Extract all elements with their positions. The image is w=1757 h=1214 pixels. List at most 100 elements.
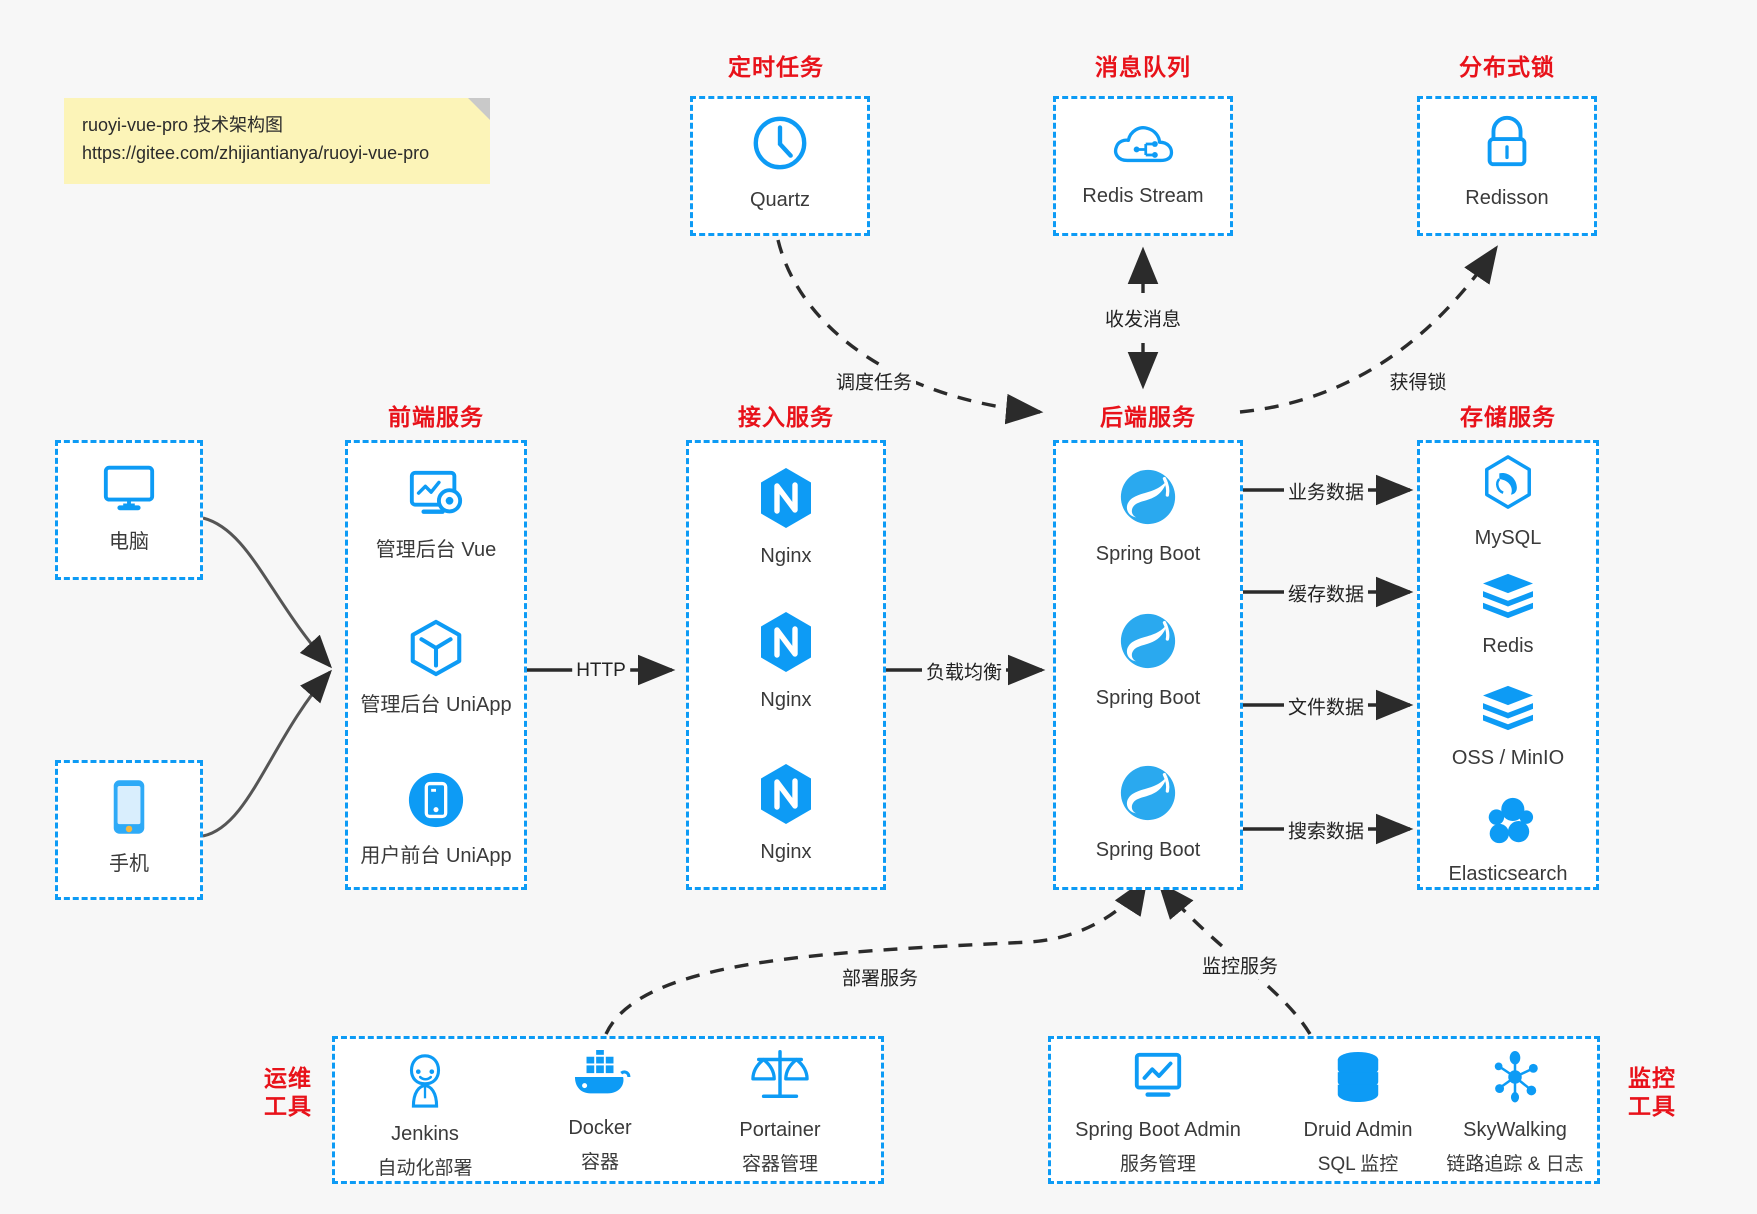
node-admin-vue[interactable]: 管理后台 Vue [345, 466, 527, 564]
node-label: Spring Boot [1095, 839, 1201, 861]
group-title-gateway: 接入服务 [738, 404, 834, 430]
node-user-uniapp[interactable]: 用户前台 UniApp [345, 770, 527, 870]
node-label: Spring Boot [1095, 687, 1201, 709]
jenkins-butler-icon [397, 1050, 453, 1113]
node-label: Quartz [749, 189, 811, 211]
node-druid-admin[interactable]: Druid Admin SQL 监控 [1278, 1050, 1438, 1178]
group-title-monitoring-line1: 监控 [1628, 1065, 1676, 1091]
note-title: ruoyi-vue-pro 技术架构图 [82, 115, 284, 135]
node-label: 管理后台 Vue [375, 539, 497, 561]
node-label: 手机 [109, 853, 149, 875]
node-label: 用户前台 UniApp [360, 845, 512, 867]
node-springboot-1[interactable]: Spring Boot [1053, 466, 1243, 568]
group-title-devops-line1: 运维 [264, 1065, 312, 1091]
spring-leaf-icon [1117, 466, 1179, 533]
nginx-icon [757, 610, 815, 679]
node-sublabel: 服务管理 [1119, 1154, 1196, 1175]
node-quartz[interactable]: Quartz [690, 112, 870, 214]
dashboard-gear-icon [405, 466, 467, 529]
node-skywalking[interactable]: SkyWalking 链路追踪 & 日志 [1430, 1050, 1600, 1178]
edge-label-deploy-service: 部署服务 [837, 962, 923, 992]
node-springboot-2[interactable]: Spring Boot [1053, 610, 1243, 712]
node-portainer[interactable]: Portainer 容器管理 [700, 1046, 860, 1178]
group-title-lock: 分布式锁 [1459, 54, 1555, 80]
node-label: Redis [1482, 635, 1534, 657]
edge-label-search-data: 搜索数据 [1283, 815, 1369, 845]
node-sublabel: 自动化部署 [377, 1158, 473, 1179]
node-oss-minio[interactable]: OSS / MinIO [1417, 682, 1599, 772]
edge-label-load-balance: 负载均衡 [921, 656, 1007, 686]
mobile-phone-icon [108, 776, 150, 843]
group-title-devops-line2: 工具 [264, 1093, 312, 1120]
node-sublabel: 容器 [580, 1152, 619, 1173]
node-label: Nginx [760, 841, 812, 863]
redis-stack-icon [1479, 682, 1537, 737]
edge-label-send-receive-message: 收发消息 [1100, 303, 1186, 333]
node-label: 电脑 [109, 531, 149, 553]
elasticsearch-cluster-icon [1480, 794, 1536, 853]
edge-label-acquire-lock: 获得锁 [1385, 366, 1451, 396]
mysql-dolphin-icon [1480, 454, 1536, 517]
node-label: Jenkins [391, 1123, 459, 1145]
edge-label-file-data: 文件数据 [1283, 691, 1369, 721]
note-fold-corner [468, 98, 490, 120]
group-box-monitoring[interactable] [1048, 1036, 1600, 1184]
desktop-monitor-icon [98, 460, 160, 521]
node-label: MySQL [1474, 527, 1542, 549]
edge-label-schedule-task: 调度任务 [831, 366, 917, 396]
node-docker[interactable]: Docker 容器 [520, 1050, 680, 1176]
node-label: Portainer [739, 1119, 821, 1141]
node-redisson[interactable]: Redisson [1417, 112, 1597, 212]
edge-label-http: HTTP [572, 659, 630, 683]
group-title-mq: 消息队列 [1095, 54, 1191, 80]
node-nginx-3[interactable]: Nginx [686, 762, 886, 866]
edge-label-monitor-service: 监控服务 [1197, 950, 1283, 980]
redis-stack-icon [1479, 570, 1537, 625]
node-label: 管理后台 UniApp [360, 694, 512, 716]
group-title-scheduler: 定时任务 [728, 54, 824, 80]
app-circle-icon [406, 770, 466, 835]
node-mysql[interactable]: MySQL [1417, 454, 1599, 552]
node-springboot-3[interactable]: Spring Boot [1053, 762, 1243, 864]
spring-leaf-icon [1117, 610, 1179, 677]
node-desktop[interactable]: 电脑 [55, 460, 203, 556]
monitor-chart-icon [1129, 1050, 1187, 1109]
node-jenkins[interactable]: Jenkins 自动化部署 [345, 1050, 505, 1182]
group-title-frontend: 前端服务 [388, 404, 484, 430]
group-title-storage: 存储服务 [1460, 404, 1556, 430]
node-nginx-2[interactable]: Nginx [686, 610, 886, 714]
group-title-backend: 后端服务 [1100, 404, 1196, 430]
scales-balance-icon [750, 1046, 810, 1109]
nginx-icon [757, 466, 815, 535]
node-admin-uniapp[interactable]: 管理后台 UniApp [345, 617, 527, 719]
node-redis[interactable]: Redis [1417, 570, 1599, 660]
node-label: SkyWalking [1463, 1119, 1567, 1141]
node-label: OSS / MinIO [1451, 747, 1565, 769]
group-title-monitoring-line2: 工具 [1628, 1093, 1676, 1120]
group-title-devops: 运维 工具 [252, 1064, 324, 1120]
sticky-note: ruoyi-vue-pro 技术架构图 https://gitee.com/zh… [64, 98, 490, 184]
note-url: https://gitee.com/zhijiantianya/ruoyi-vu… [82, 142, 430, 163]
hexagon-cube-icon [405, 617, 467, 684]
node-sublabel: 容器管理 [741, 1154, 818, 1175]
group-box-mq[interactable] [1053, 96, 1233, 236]
cloud-stream-icon [1111, 118, 1175, 175]
node-label: Redisson [1465, 187, 1549, 209]
skywalking-network-icon [1487, 1050, 1543, 1109]
node-spring-boot-admin[interactable]: Spring Boot Admin 服务管理 [1058, 1050, 1258, 1178]
node-mobile[interactable]: 手机 [55, 776, 203, 878]
node-nginx-1[interactable]: Nginx [686, 466, 886, 570]
node-label: Spring Boot Admin [1075, 1119, 1241, 1141]
node-label: Elasticsearch [1448, 863, 1568, 885]
node-label: Docker [568, 1117, 632, 1139]
edge-label-business-data: 业务数据 [1283, 476, 1369, 506]
padlock-icon [1478, 112, 1536, 177]
node-redis-stream[interactable]: Redis Stream [1053, 118, 1233, 210]
group-title-monitoring: 监控 工具 [1616, 1064, 1688, 1120]
node-elasticsearch[interactable]: Elasticsearch [1417, 794, 1599, 888]
clock-icon [749, 112, 811, 179]
node-label: Nginx [760, 545, 812, 567]
nginx-icon [757, 762, 815, 831]
node-label: Nginx [760, 689, 812, 711]
